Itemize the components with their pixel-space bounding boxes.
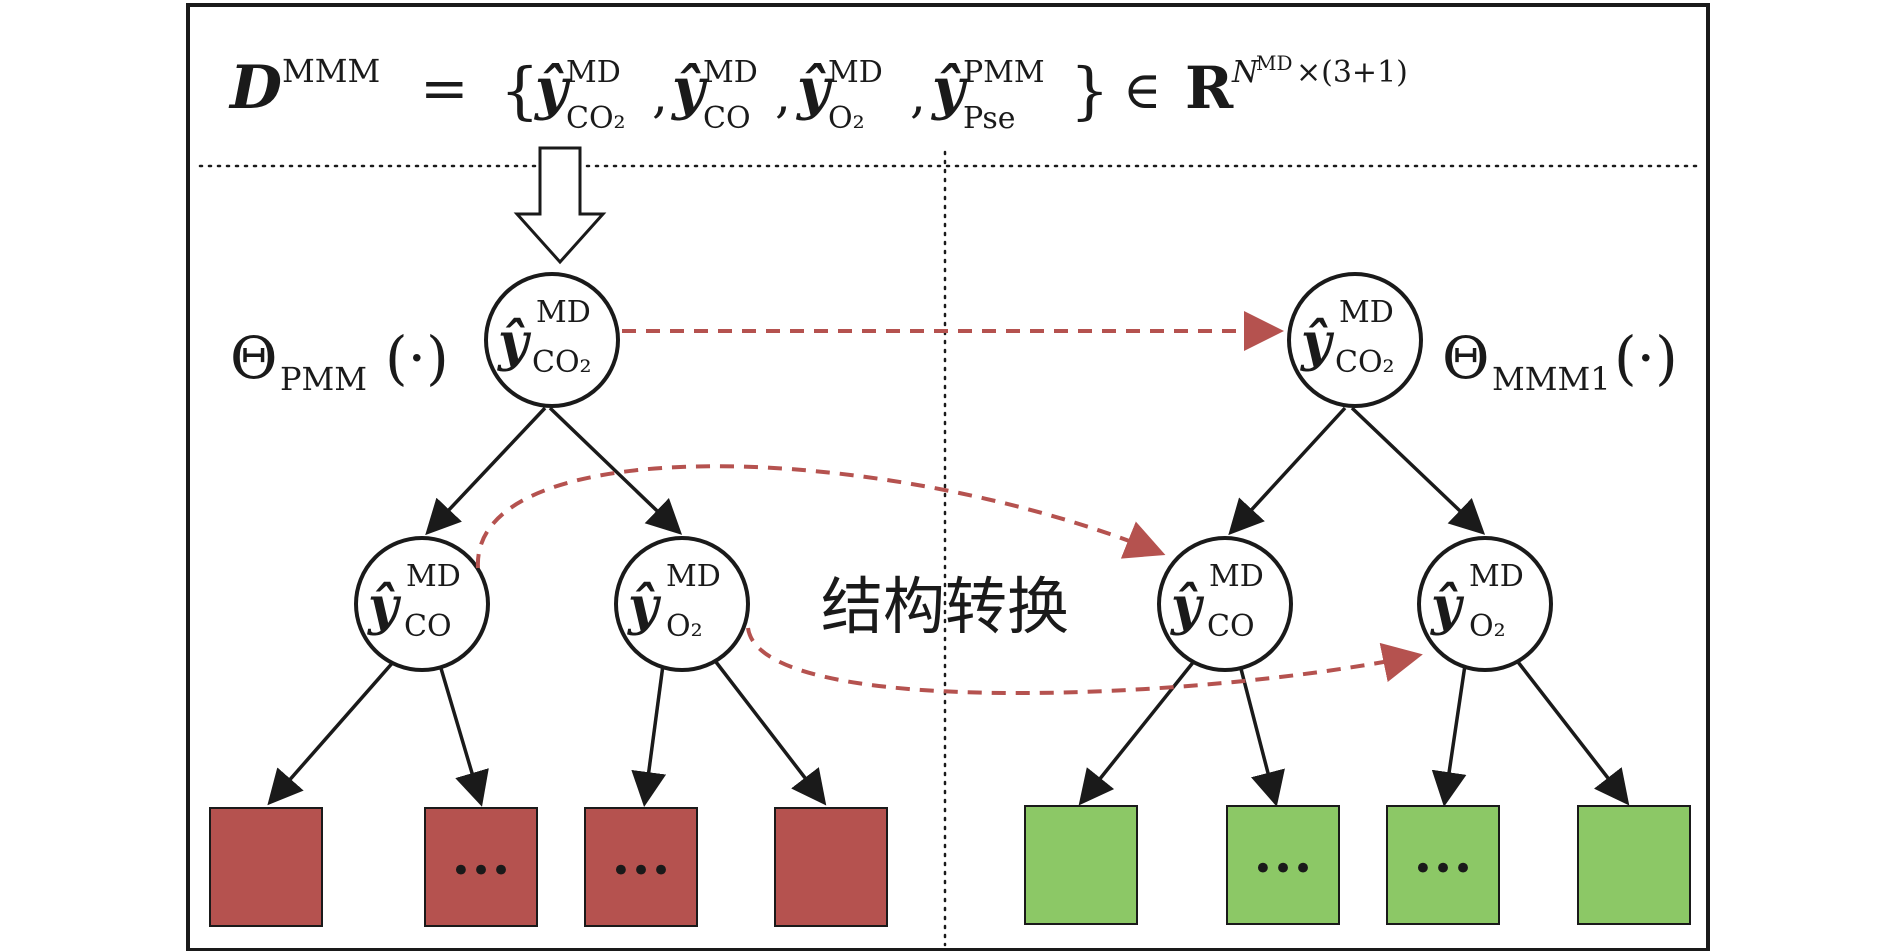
right-o2-node (1417, 536, 1553, 672)
right-co-sub: CO (1207, 609, 1255, 644)
left-tree-label-sub: PMM (280, 360, 367, 398)
left-edge-o2-to-leaf-3 (631, 664, 667, 807)
right-tree-label-theta: Θ (1442, 324, 1490, 392)
right-root-sup: MD (1339, 295, 1394, 330)
formula-rbrace: } (1070, 54, 1109, 127)
formula-item-3-symbol: ŷ (795, 56, 833, 122)
formula-lhs-symbol: D (228, 53, 282, 123)
right-leaf-3 (1386, 805, 1500, 925)
formula-item-4-sup: PMM (963, 55, 1045, 90)
right-o2-symbol: ŷ (1430, 576, 1465, 637)
left-o2-node (614, 536, 750, 672)
formula-space-symbol: R (1185, 54, 1234, 122)
left-root-symbol: ŷ (497, 312, 532, 373)
dataset-formula: D MMM = { ŷ MD CO₂ , ŷ MD CO , ŷ MD O₂ ,… (228, 51, 1408, 136)
formula-item-4-sub: Pse (963, 101, 1016, 136)
formula-item-1-sub: CO₂ (566, 101, 626, 136)
right-o2-sup: MD (1469, 559, 1524, 594)
formula-item-3-sub: O₂ (828, 101, 865, 136)
formula-comma-1: , (652, 66, 668, 124)
right-edge-root-to-co (1228, 406, 1347, 536)
left-leaf-2 (424, 807, 538, 927)
input-arrow (513, 146, 607, 265)
right-co-node (1157, 536, 1293, 672)
formula-in: ∈ (1123, 61, 1162, 121)
formula-equals: = (420, 54, 469, 122)
right-leaf-1 (1024, 805, 1138, 925)
right-leaf-3-ellipsis: ••• (1413, 849, 1473, 889)
right-co-sup: MD (1209, 559, 1264, 594)
left-tree-label-arg: (·) (385, 324, 449, 392)
left-co-symbol: ŷ (367, 576, 402, 637)
right-leaf-4 (1577, 805, 1691, 925)
structure-transform-label: 结构转换 (821, 570, 1069, 643)
structure-transfer-arrows (475, 311, 1423, 695)
left-co-node (354, 536, 490, 672)
right-tree-label-arg: (·) (1614, 324, 1678, 392)
right-root-sub: CO₂ (1335, 345, 1395, 380)
outer-frame (186, 3, 1710, 951)
right-tree: Θ MMM1 (·) ŷ MD CO₂ ŷ MD CO ŷ MD O₂ ••• … (1024, 272, 1691, 925)
right-tree-label-sub: MMM1 (1492, 360, 1611, 398)
left-edge-o2-to-leaf-4 (714, 660, 827, 806)
formula-comma-2: , (775, 66, 791, 124)
formula-item-2-symbol: ŷ (670, 56, 708, 122)
left-root-sup: MD (536, 295, 591, 330)
left-co-sup: MD (406, 559, 461, 594)
formula-item-2-sub: CO (703, 101, 751, 136)
left-o2-sup: MD (666, 559, 721, 594)
left-leaf-1 (209, 807, 323, 927)
left-leaf-3-ellipsis: ••• (611, 851, 671, 891)
transfer-arrow-o2 (746, 627, 1423, 695)
right-edge-co-to-leaf-2 (1238, 664, 1285, 807)
right-edge-co-to-leaf-1 (1078, 658, 1197, 806)
left-o2-symbol: ŷ (627, 576, 662, 637)
left-edge-root-to-co (425, 406, 547, 536)
right-leaf-2 (1226, 805, 1340, 925)
left-leaf-2-ellipsis: ••• (451, 851, 511, 891)
left-edge-root-to-o2 (548, 406, 683, 535)
left-tree-label-theta: Θ (230, 324, 278, 392)
right-edge-o2-to-leaf-4 (1516, 660, 1630, 806)
left-leaf-4 (774, 807, 888, 927)
formula-lhs-sup: MMM (282, 52, 380, 90)
formula-item-4-symbol: ŷ (930, 56, 968, 122)
left-co-sub: CO (404, 609, 452, 644)
formula-comma-3: , (910, 66, 926, 124)
left-tree: Θ PMM (·) ŷ MD CO₂ ŷ MD CO ŷ MD O₂ ••• •… (209, 272, 888, 927)
right-leaf-2-ellipsis: ••• (1253, 849, 1313, 889)
right-edge-o2-to-leaf-3 (1431, 664, 1467, 807)
left-root-sub: CO₂ (532, 345, 592, 380)
right-edge-root-to-o2 (1350, 406, 1486, 535)
left-root-node (484, 272, 620, 408)
left-o2-sub: O₂ (666, 609, 703, 644)
transfer-arrow-co (475, 464, 1166, 569)
formula-item-1-symbol: ŷ (533, 56, 571, 122)
formula-item-2-sup: MD (703, 55, 758, 90)
formula-lbrace: { (500, 54, 539, 127)
formula-space-n: N (1231, 55, 1260, 90)
left-leaf-3 (584, 807, 698, 927)
formula-item-3-sup: MD (828, 55, 883, 90)
right-co-symbol: ŷ (1170, 576, 1205, 637)
formula-space-dims: ×(3+1) (1296, 55, 1408, 90)
left-edge-co-to-leaf-1 (267, 658, 397, 806)
right-o2-sub: O₂ (1469, 609, 1506, 644)
formula-item-1-sup: MD (566, 55, 621, 90)
left-edge-co-to-leaf-2 (438, 664, 489, 807)
right-root-node (1287, 272, 1423, 408)
right-root-symbol: ŷ (1300, 312, 1335, 373)
formula-space-n-sup: MD (1256, 51, 1293, 75)
